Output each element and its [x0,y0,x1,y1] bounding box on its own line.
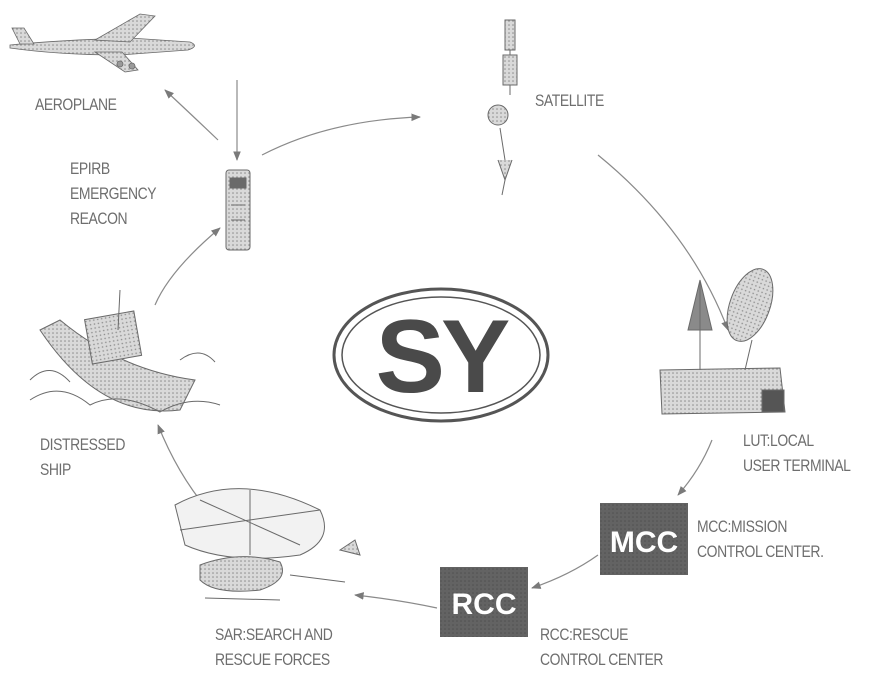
rcc-badge: RCC [440,567,528,637]
sar-label-line2: RESCUE FORCES [215,647,332,672]
arrow-epirb-to-satellite [262,117,420,155]
mcc-badge: MCC [600,503,688,575]
ship-label-line2: SHIP [40,457,125,482]
rcc-badge-text: RCC [452,588,517,621]
rcc-label-line2: CONTROL CENTER [540,647,663,672]
lut-label-line2: USER TERMINAL [743,453,851,478]
satellite-icon [488,20,517,195]
lut-label: LUT:LOCAL USER TERMINAL [743,428,851,478]
arrow-mcc-to-rcc [532,555,598,588]
ship-label-line1: DISTRESSED [40,432,125,457]
lut-label-line1: LUT:LOCAL [743,428,851,453]
aeroplane-icon [10,14,195,72]
mcc-badge-text: MCC [610,526,678,559]
helicopter-icon [175,489,360,600]
center-logo: SY [334,289,548,421]
satellite-label: SATELLITE [535,88,604,113]
aeroplane-label-text: AEROPLANE [35,92,117,117]
ground-station-icon [660,262,785,414]
epirb-label: EPIRB EMERGENCY REACON [70,156,156,231]
arrow-rcc-to-sar [355,595,437,608]
aeroplane-label: AEROPLANE [35,92,117,117]
mcc-label-line1: MCC:MISSION [697,514,824,539]
center-logo-text: SY [376,299,509,415]
epirb-label-line3: REACON [70,206,156,231]
epirb-label-line2: EMERGENCY [70,181,156,206]
epirb-label-line1: EPIRB [70,156,156,181]
sar-label-line1: SAR:SEARCH AND [215,622,332,647]
arrow-epirb-to-aeroplane [165,90,218,140]
mcc-label: MCC:MISSION CONTROL CENTER. [697,514,824,564]
beacon-icon [226,170,250,250]
rcc-label: RCC:RESCUE CONTROL CENTER [540,622,663,672]
sar-label: SAR:SEARCH AND RESCUE FORCES [215,622,332,672]
rcc-label-line1: RCC:RESCUE [540,622,663,647]
satellite-label-text: SATELLITE [535,88,604,113]
ship-icon [30,290,220,412]
arrow-ship-to-epirb [155,228,220,305]
ship-label: DISTRESSED SHIP [40,432,125,482]
mcc-label-line2: CONTROL CENTER. [697,539,824,564]
arrow-satellite-to-lut [598,155,728,330]
arrow-lut-to-mcc [678,440,712,495]
